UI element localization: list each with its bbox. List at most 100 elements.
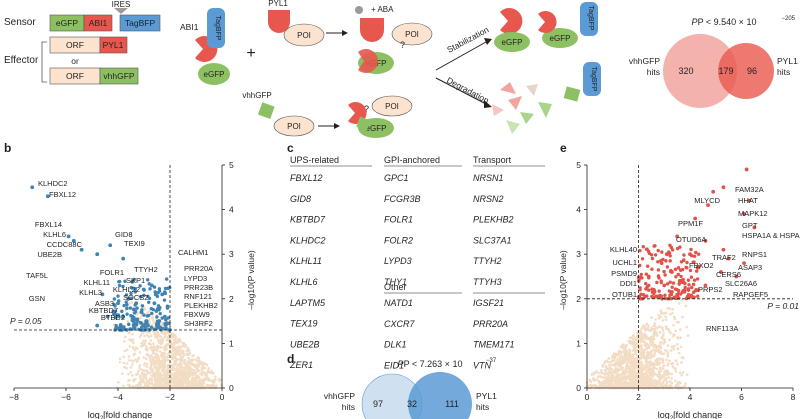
gene-label: UCHL1 bbox=[612, 258, 637, 267]
effector-bracket bbox=[41, 41, 47, 83]
background-point bbox=[627, 357, 630, 361]
y-tick-label: 1 bbox=[229, 338, 234, 348]
data-point bbox=[115, 313, 119, 317]
venn-a-pvalue-exp: −205 bbox=[781, 16, 795, 22]
pyl1-protein-icon bbox=[268, 10, 290, 33]
background-point bbox=[601, 363, 605, 367]
background-point bbox=[171, 357, 174, 361]
data-point bbox=[734, 274, 739, 279]
background-point bbox=[628, 336, 632, 340]
background-point bbox=[659, 344, 662, 347]
background-point bbox=[200, 373, 204, 377]
gene-name: ZER1 bbox=[289, 360, 313, 370]
background-point bbox=[601, 372, 605, 375]
background-point bbox=[672, 347, 676, 351]
background-point bbox=[139, 385, 143, 389]
background-point bbox=[180, 386, 184, 389]
gene-name: NRSN2 bbox=[473, 194, 504, 204]
background-point bbox=[649, 341, 652, 344]
background-point bbox=[165, 372, 169, 375]
venn-d-right-label-2: hits bbox=[476, 402, 489, 412]
background-point bbox=[625, 343, 628, 347]
background-point bbox=[633, 364, 637, 368]
gene-name: TTYH2 bbox=[473, 256, 502, 266]
data-point bbox=[692, 278, 697, 282]
stabilization-arrowhead bbox=[484, 38, 492, 45]
background-point bbox=[666, 307, 670, 310]
gene-label: RNF121 bbox=[184, 292, 212, 301]
background-point bbox=[655, 349, 659, 352]
y-tick-label: 5 bbox=[229, 160, 234, 170]
background-point bbox=[649, 343, 653, 347]
gene-label: DDI1 bbox=[620, 279, 637, 288]
background-point bbox=[667, 371, 671, 375]
background-point bbox=[609, 379, 612, 383]
background-point bbox=[651, 381, 655, 385]
background-point bbox=[152, 385, 156, 389]
background-point bbox=[660, 383, 663, 386]
background-point bbox=[129, 339, 133, 343]
vhhgfp-protein-label: vhhGFP bbox=[242, 91, 271, 100]
background-point bbox=[190, 368, 194, 372]
background-point bbox=[149, 367, 152, 371]
y-tick-label: 0 bbox=[576, 383, 581, 393]
background-point bbox=[603, 373, 607, 376]
venn-a-mid-count: 179 bbox=[718, 66, 733, 76]
data-point bbox=[135, 306, 139, 310]
background-point bbox=[129, 370, 133, 374]
data-point bbox=[130, 318, 135, 323]
venn-d-left-count: 97 bbox=[373, 399, 383, 409]
background-point bbox=[648, 364, 652, 368]
background-point bbox=[186, 374, 190, 377]
arrowhead-lower-1 bbox=[334, 123, 340, 129]
data-point bbox=[162, 298, 167, 302]
data-point bbox=[95, 323, 100, 328]
data-point bbox=[132, 307, 136, 312]
background-point bbox=[179, 351, 183, 355]
data-point bbox=[671, 281, 676, 285]
background-point bbox=[143, 362, 146, 365]
data-point bbox=[149, 325, 154, 330]
gene-label: KLHL3 bbox=[79, 288, 102, 297]
gene-label: TRAF2 bbox=[712, 253, 736, 262]
background-point bbox=[161, 373, 165, 377]
x-tick-label: −2 bbox=[165, 392, 175, 402]
background-point bbox=[172, 347, 175, 351]
background-point bbox=[607, 357, 611, 360]
background-point bbox=[669, 349, 673, 352]
gene-name: SLC37A1 bbox=[473, 235, 512, 245]
complex-poi-lower-label: POI bbox=[385, 102, 399, 111]
background-point bbox=[644, 358, 647, 361]
data-point bbox=[650, 287, 654, 291]
background-point bbox=[588, 378, 591, 382]
background-point bbox=[596, 375, 600, 378]
background-point bbox=[175, 340, 178, 343]
background-point bbox=[199, 378, 202, 381]
panel-c-col3-title: Transport bbox=[473, 155, 512, 165]
poi-lower-label: POI bbox=[287, 122, 301, 131]
fragment-icon-4 bbox=[520, 112, 534, 124]
gene-label: TAF5L bbox=[26, 271, 48, 280]
degraded-tagbfp-label: TagBFP bbox=[590, 67, 597, 92]
background-point bbox=[195, 380, 199, 383]
background-point bbox=[152, 321, 155, 324]
background-point bbox=[656, 386, 659, 389]
background-point bbox=[630, 342, 634, 346]
background-point bbox=[165, 347, 168, 351]
background-point bbox=[194, 371, 198, 374]
background-point bbox=[619, 352, 623, 355]
data-point bbox=[687, 283, 691, 287]
background-point bbox=[612, 363, 615, 367]
gene-name: TMEM171 bbox=[473, 340, 515, 350]
background-point bbox=[674, 370, 678, 373]
background-point bbox=[668, 338, 671, 342]
background-point bbox=[664, 318, 668, 322]
gene-label: PLEKHB2 bbox=[184, 301, 218, 310]
gene-label: FAM32A bbox=[735, 185, 764, 194]
background-point bbox=[152, 351, 156, 355]
gene-label: SLC26A6 bbox=[725, 279, 757, 288]
background-point bbox=[675, 359, 678, 362]
background-point bbox=[161, 366, 164, 369]
data-point bbox=[657, 289, 661, 293]
